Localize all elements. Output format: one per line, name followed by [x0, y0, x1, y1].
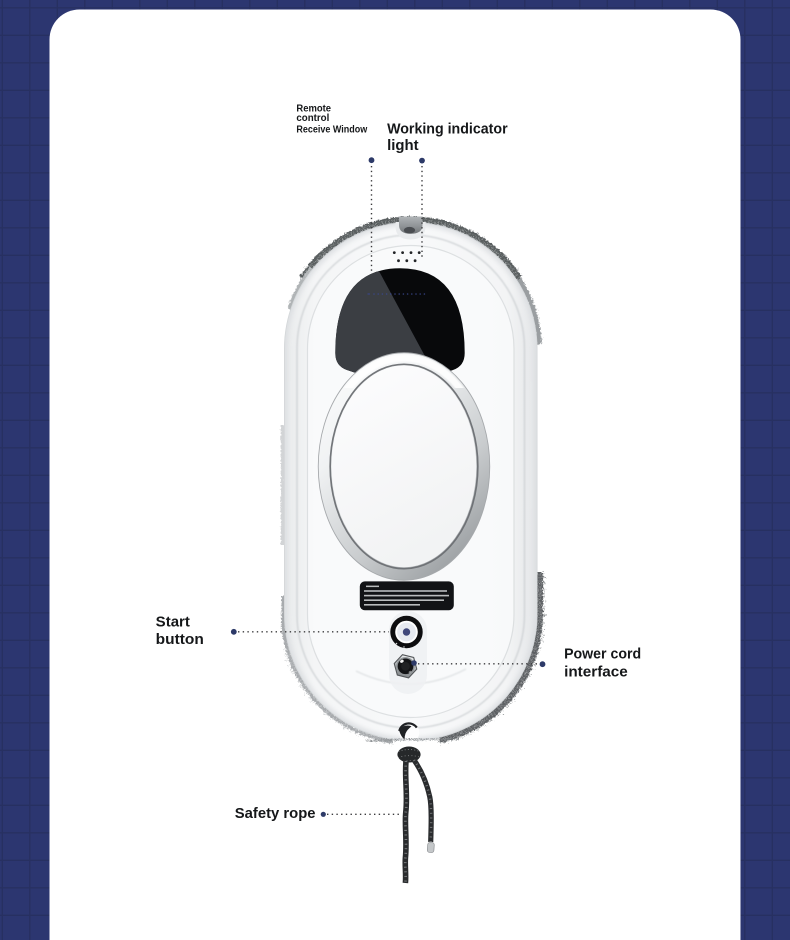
svg-text:Safety rope: Safety rope	[235, 806, 316, 822]
svg-text:Receive Window: Receive Window	[296, 124, 368, 135]
svg-text:interface: interface	[564, 665, 628, 681]
svg-text:light: light	[387, 138, 419, 154]
svg-text:Working indicator: Working indicator	[387, 122, 508, 138]
svg-text:control: control	[296, 113, 329, 124]
svg-text:button: button	[156, 632, 204, 648]
svg-text:Power cord: Power cord	[564, 647, 641, 663]
svg-text:Remote: Remote	[296, 103, 331, 114]
svg-text:Start: Start	[156, 615, 190, 631]
